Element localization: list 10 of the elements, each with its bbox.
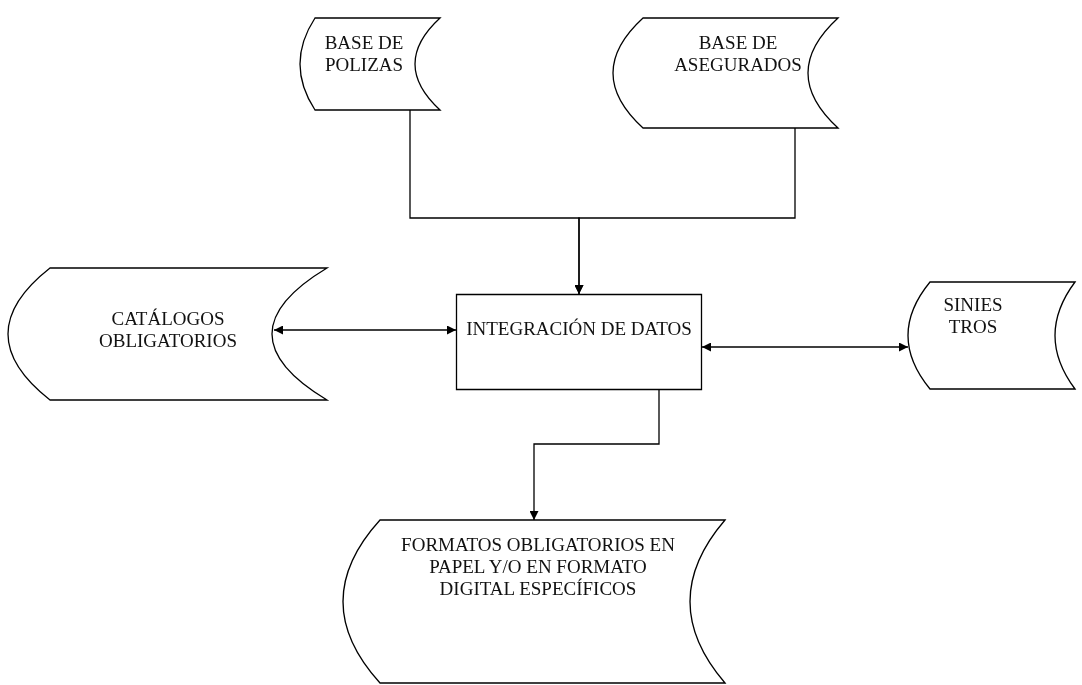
arrow bbox=[574, 127, 796, 295]
node-label: CATÁLOGOS OBLIGATORIOS bbox=[98, 308, 238, 352]
arrow bbox=[529, 389, 660, 521]
arrow bbox=[701, 342, 909, 352]
node-label: FORMATOS OBLIGATORIOS EN PAPEL Y/O EN FORMATO DIGITAL ESPECÍFICOS bbox=[400, 534, 676, 600]
arrow bbox=[273, 325, 457, 335]
node-label: BASE DE POLIZAS bbox=[323, 32, 405, 76]
node-label: BASE DE ASEGURADOS bbox=[673, 32, 803, 76]
node-label: SINIES TROS bbox=[942, 294, 1004, 338]
node-label: INTEGRACIÓN DE DATOS bbox=[466, 318, 692, 340]
